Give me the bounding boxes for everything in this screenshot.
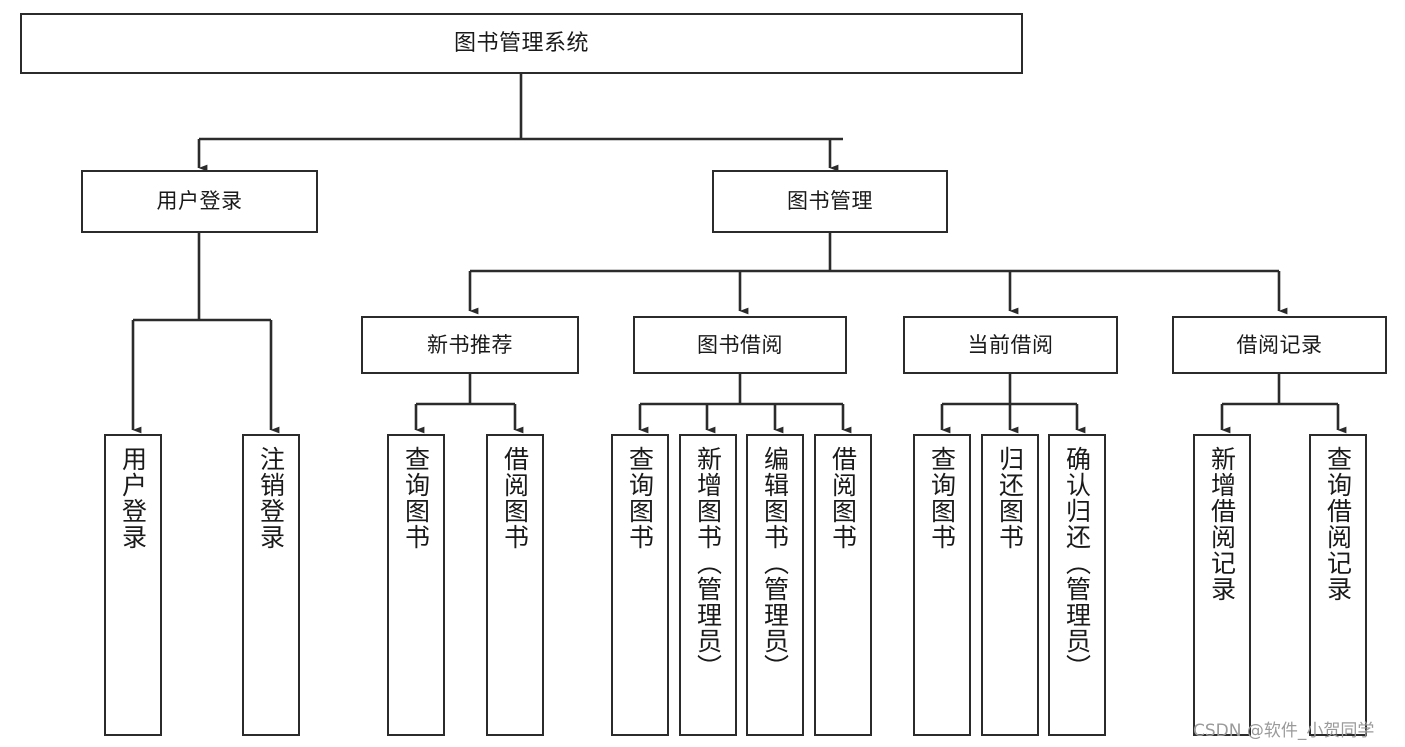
node-label: 注销登录 [256, 446, 286, 550]
node-label: 归还图书 [995, 446, 1025, 550]
node-leaf-new-book-rec-0[interactable]: 查询图书 [387, 434, 445, 736]
node-label: 图书借阅 [697, 332, 783, 357]
node-leaf-borrow-record-1[interactable]: 查询借阅记录 [1309, 434, 1367, 736]
node-label: 查询图书 [927, 446, 957, 550]
node-label: 借阅图书 [828, 446, 858, 550]
node-leaf-borrow-record-0[interactable]: 新增借阅记录 [1193, 434, 1251, 736]
node-label: 借阅记录 [1236, 332, 1323, 357]
node-label: 图书管理 [787, 189, 873, 213]
csdn-watermark: CSDN @软件_小贺同学 [1193, 721, 1375, 741]
node-book-borrow[interactable]: 图书借阅 [633, 316, 847, 374]
node-leaf-book-borrow-3[interactable]: 借阅图书 [814, 434, 872, 736]
node-label: 确认归还（管理员） [1062, 446, 1092, 680]
node-leaf-current-borrow-2[interactable]: 确认归还（管理员） [1048, 434, 1106, 736]
node-new-book-recommendation[interactable]: 新书推荐 [361, 316, 579, 374]
node-leaf-current-borrow-0[interactable]: 查询图书 [913, 434, 971, 736]
node-label: 查询图书 [625, 446, 655, 550]
node-leaf-current-borrow-1[interactable]: 归还图书 [981, 434, 1039, 736]
node-user-login[interactable]: 用户登录 [81, 170, 318, 233]
node-label: 当前借阅 [967, 332, 1054, 357]
node-leaf-book-borrow-2[interactable]: 编辑图书（管理员） [746, 434, 804, 736]
node-label: 查询借阅记录 [1323, 446, 1353, 602]
node-label: 查询图书 [401, 446, 431, 550]
node-leaf-user-login-1[interactable]: 注销登录 [242, 434, 300, 736]
node-label: 新增图书（管理员） [693, 446, 723, 680]
node-leaf-user-login-0[interactable]: 用户登录 [104, 434, 162, 736]
node-label: 借阅图书 [500, 446, 530, 550]
node-label: 用户登录 [156, 189, 243, 213]
node-book-management[interactable]: 图书管理 [712, 170, 948, 233]
node-label: 编辑图书（管理员） [760, 446, 790, 680]
node-label: 用户登录 [118, 446, 148, 550]
node-leaf-new-book-rec-1[interactable]: 借阅图书 [486, 434, 544, 736]
node-root-book-management-system[interactable]: 图书管理系统 [20, 13, 1023, 74]
node-borrow-record[interactable]: 借阅记录 [1172, 316, 1387, 374]
node-current-borrow[interactable]: 当前借阅 [903, 316, 1118, 374]
node-label: 图书管理系统 [453, 30, 589, 56]
node-leaf-book-borrow-1[interactable]: 新增图书（管理员） [679, 434, 737, 736]
node-label: 新书推荐 [427, 332, 513, 357]
node-leaf-book-borrow-0[interactable]: 查询图书 [611, 434, 669, 736]
node-label: 新增借阅记录 [1207, 446, 1237, 602]
